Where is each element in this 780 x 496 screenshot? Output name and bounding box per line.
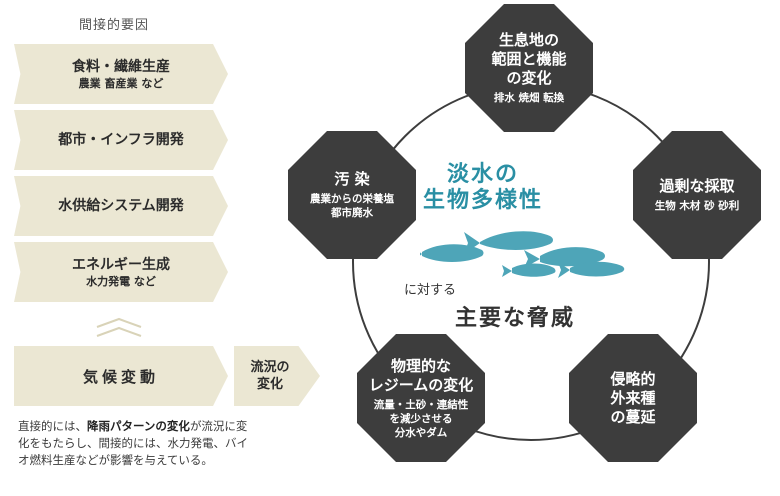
threat-invasive: 侵略的 外来種 の蔓延 <box>568 333 698 463</box>
threat-flow-regime: 物理的な レジームの変化 流量・土砂・連結性 を減少させる 分水やダム <box>356 333 486 463</box>
center-subtitle-small: に対する <box>404 283 457 298</box>
flow-change-line1: 流況の <box>250 360 290 375</box>
indirect-item-water: 水供給システム開発 <box>14 176 228 236</box>
indirect-item-sub: 水力発電 など <box>86 274 156 288</box>
note-bold: 降雨パターンの変化 <box>87 419 190 433</box>
center-title-line2: 生物多様性 <box>422 188 543 213</box>
indirect-item-urban: 都市・インフラ開発 <box>14 110 228 170</box>
octagon-shape <box>357 334 485 462</box>
note-pre: 直接的には、 <box>18 419 87 433</box>
threat-overexploitation: 過剰な採取 生物 木材 砂 砂利 <box>632 130 762 260</box>
threat-pollution: 汚 染 農業からの栄養塩 都市廃水 <box>287 130 417 260</box>
threat-sub: 排水 焼畑 転換 <box>493 92 565 104</box>
flow-change-line2: 変化 <box>256 377 283 392</box>
octagon-shape <box>633 131 761 259</box>
indirect-item-title: 水供給システム開発 <box>58 198 184 214</box>
octagon-shape <box>465 4 593 132</box>
threat-sub: 生物 木材 砂 砂利 <box>654 200 740 212</box>
threat-sub: 流量・土砂・連結性 を減少させる 分水やダム <box>373 398 469 439</box>
center-title-line1: 淡水の <box>446 162 519 187</box>
up-chevron-icon <box>96 317 142 337</box>
flow-change-arrow: 流況の 変化 <box>234 346 320 406</box>
indirect-item-food: 食料・繊維生産 農業 畜産業 など <box>14 44 228 104</box>
threat-title: 過剰な採取 <box>659 177 735 195</box>
octagon-shape <box>288 131 416 259</box>
octagon-shape <box>569 334 697 462</box>
threat-title: 侵略的 外来種 の蔓延 <box>610 369 656 426</box>
indirect-item-sub: 農業 畜産業 など <box>78 76 164 90</box>
climate-note: 直接的には、降雨パターンの変化が流況に変化をもたらし、間接的には、水力発電、バイ… <box>18 418 248 469</box>
indirect-item-title: 食料・繊維生産 <box>72 58 170 75</box>
threat-title: 生息地の 範囲と機能 の変化 <box>491 31 567 87</box>
threat-title: 物理的な レジームの変化 <box>368 356 474 394</box>
climate-change-box: 気候変動 <box>14 346 228 406</box>
indirect-header: 間接的要因 <box>78 18 149 33</box>
center-title: 淡水の 生物多様性 <box>408 162 558 214</box>
note-post: が流況に変化をもたらし、間接的には、水力発電、バイオ燃料生産などが影響を与えてい… <box>18 419 248 467</box>
threat-habitat: 生息地の 範囲と機能 の変化 排水 焼畑 転換 <box>464 3 594 133</box>
fish-icon <box>420 231 625 278</box>
center-subtitle-large: 主要な脅威 <box>455 306 576 331</box>
indirect-item-energy: エネルギー生成 水力発電 など <box>14 242 228 302</box>
indirect-item-title: 都市・インフラ開発 <box>58 132 184 148</box>
climate-change-label: 気候変動 <box>82 367 159 386</box>
indirect-item-title: エネルギー生成 <box>72 256 170 273</box>
threat-title: 汚 染 <box>334 170 370 188</box>
threat-sub: 農業からの栄養塩 都市廃水 <box>310 193 394 219</box>
